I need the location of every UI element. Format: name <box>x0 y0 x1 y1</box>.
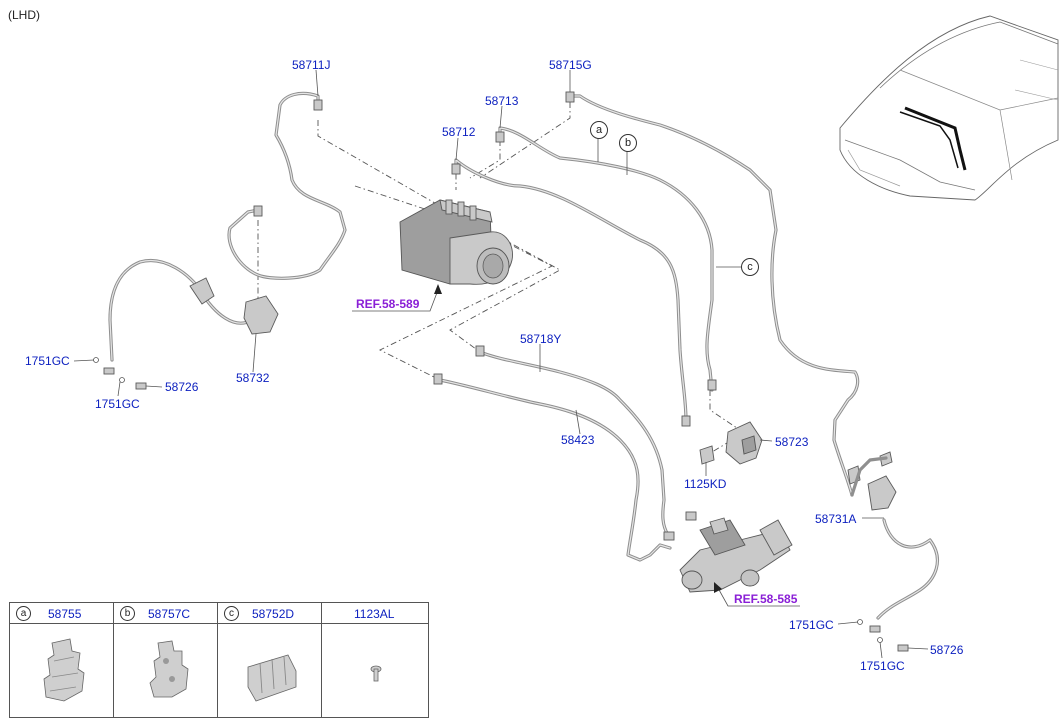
clip-58755-icon <box>43 638 85 702</box>
part-label-58731A[interactable]: 58731A <box>815 512 857 526</box>
part-label-58723[interactable]: 58723 <box>775 435 809 449</box>
bracket-58732 <box>189 277 279 335</box>
master-cylinder <box>679 517 793 593</box>
legend-table: a 58755 b 58757C c 58752D 1123AL <box>9 602 429 718</box>
vehicle-thumbnail <box>839 15 1059 201</box>
legend-cell-c: c 58752D <box>218 603 322 717</box>
bracket-58731A <box>847 451 897 511</box>
part-label-1125KD[interactable]: 1125KD <box>684 477 727 491</box>
brake-tubes <box>108 91 940 620</box>
bracket-58723 <box>699 421 763 465</box>
part-label-58715G[interactable]: 58715G <box>549 58 592 72</box>
legend-code-c[interactable]: 58752D <box>252 607 295 621</box>
callout-c: c <box>741 258 759 276</box>
legend-letter-a: a <box>16 606 31 621</box>
part-label-1751GC-left-upper[interactable]: 1751GC <box>25 354 70 368</box>
part-label-58713[interactable]: 58713 <box>485 94 519 108</box>
part-label-58423[interactable]: 58423 <box>561 433 595 447</box>
part-label-58726-right[interactable]: 58726 <box>930 643 964 657</box>
legend-header-row <box>10 603 428 624</box>
legend-cell-b: b 58757C <box>114 603 218 717</box>
clip-58752D-icon <box>247 654 297 702</box>
abs-hydraulic-unit <box>399 199 513 285</box>
variant-label: (LHD) <box>8 8 40 22</box>
part-label-58718Y[interactable]: 58718Y <box>520 332 562 346</box>
legend-letter-c: c <box>224 606 239 621</box>
legend-code-1123AL[interactable]: 1123AL <box>354 607 395 621</box>
part-label-58712[interactable]: 58712 <box>442 125 476 139</box>
callout-a: a <box>590 121 608 139</box>
legend-cell-a: a 58755 <box>10 603 114 717</box>
part-label-58711J[interactable]: 58711J <box>292 58 331 72</box>
legend-code-a[interactable]: 58755 <box>48 607 82 621</box>
bolt-1123AL-icon <box>370 665 382 682</box>
ref-link-abs-unit[interactable]: REF.58-589 <box>356 297 420 311</box>
part-label-58726-left[interactable]: 58726 <box>165 380 199 394</box>
legend-letter-b: b <box>120 606 135 621</box>
part-label-1751GC-right-upper[interactable]: 1751GC <box>789 618 834 632</box>
ref-link-master-cylinder[interactable]: REF.58-585 <box>734 592 798 606</box>
part-label-1751GC-right-lower[interactable]: 1751GC <box>860 659 905 673</box>
leader-lines <box>73 69 929 659</box>
part-label-1751GC-left-lower[interactable]: 1751GC <box>95 397 140 411</box>
callout-b: b <box>619 134 637 152</box>
clip-58757C-icon <box>149 640 189 698</box>
legend-cell-1123AL: 1123AL <box>322 603 428 717</box>
legend-code-b[interactable]: 58757C <box>148 607 191 621</box>
part-label-58732[interactable]: 58732 <box>236 371 270 385</box>
